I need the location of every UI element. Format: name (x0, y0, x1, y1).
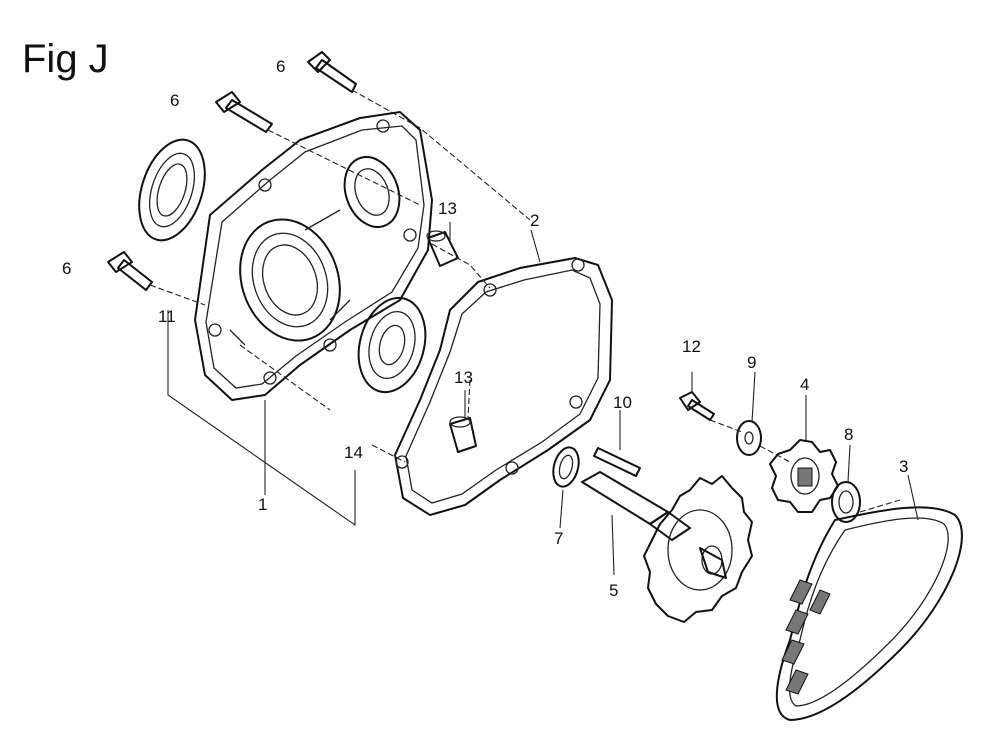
callout-4: 4 (800, 375, 809, 394)
callout-10: 10 (613, 393, 632, 412)
gasket-part (394, 257, 613, 516)
callout-7: 7 (554, 529, 563, 548)
small-sprocket-part (769, 439, 839, 513)
callout-11: 11 (158, 307, 176, 326)
key-pin-part (593, 447, 641, 477)
oil-seal-part (138, 138, 206, 242)
plain-washer-part (736, 420, 762, 456)
collar-part (831, 481, 861, 523)
callout-1: 1 (258, 495, 267, 514)
callout-12: 12 (682, 337, 701, 356)
flange-bolt-part (107, 251, 153, 291)
callout-13: 13 (438, 199, 457, 218)
case-cover-part (194, 111, 433, 401)
small-bolt-part (679, 391, 715, 421)
flange-bolt-part (215, 91, 273, 133)
callout-6: 6 (276, 57, 285, 76)
washer-part (552, 446, 580, 488)
callout-8: 8 (844, 425, 853, 444)
callout-14: 14 (344, 443, 363, 462)
drive-chain-part (775, 506, 963, 721)
callout-6: 6 (62, 259, 71, 278)
bearing-part (357, 296, 427, 394)
flange-bolt-part (307, 51, 357, 93)
shaft-sprocket-part (581, 471, 753, 623)
callout-13: 13 (454, 368, 473, 387)
dowel-pin-part (426, 230, 459, 267)
callout-9: 9 (747, 353, 756, 372)
figure-title: Fig J (22, 37, 109, 81)
callout-5: 5 (609, 581, 618, 600)
callout-3: 3 (899, 457, 908, 476)
dowel-pin-part (449, 416, 477, 453)
callout-6: 6 (170, 91, 179, 110)
leader-lines (149, 89, 919, 576)
callout-2: 2 (530, 211, 539, 230)
